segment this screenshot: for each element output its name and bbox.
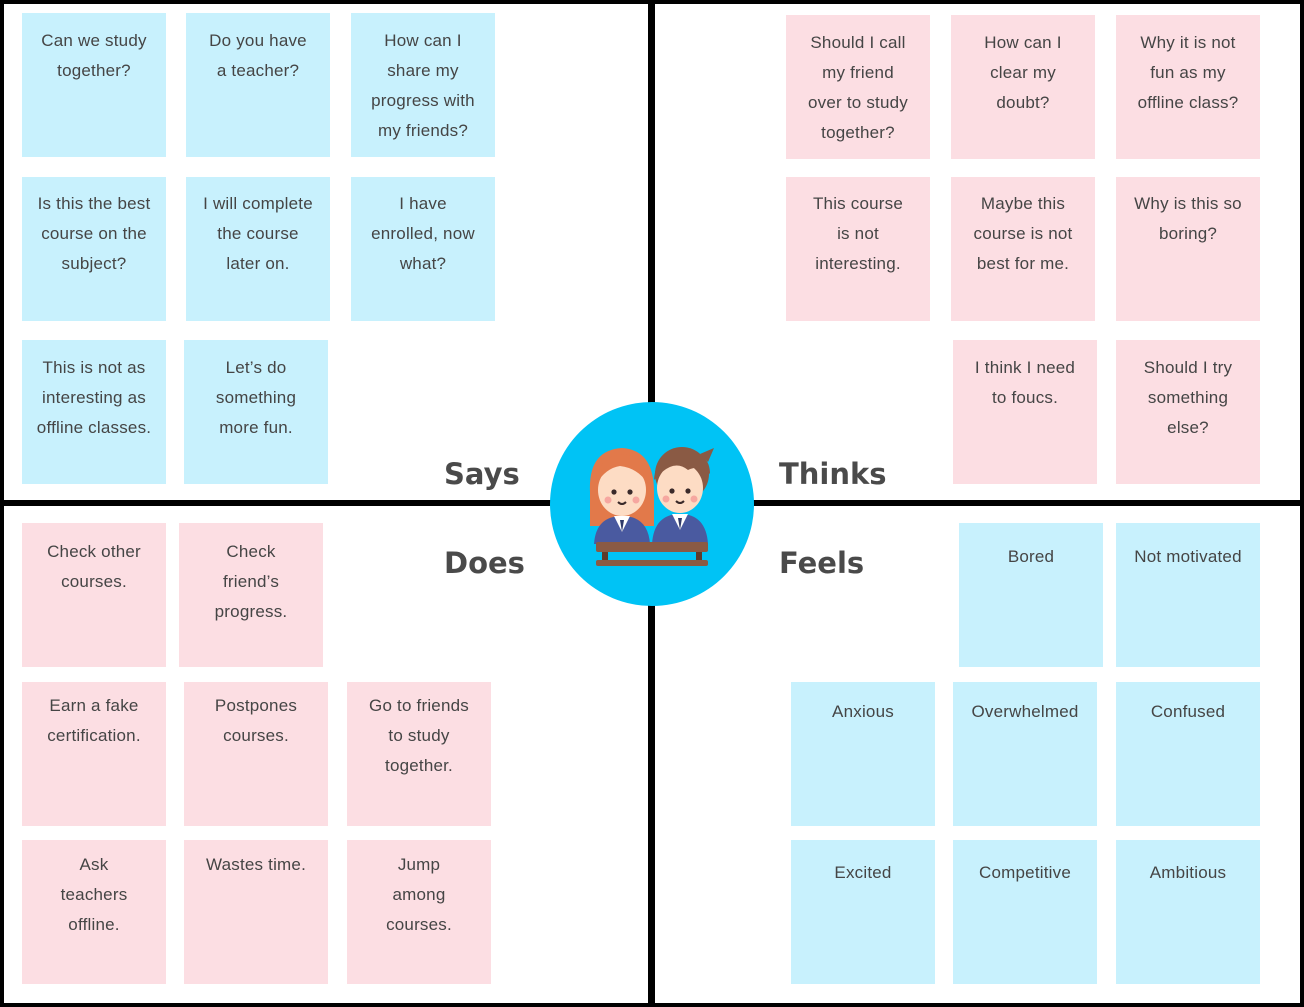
says-note[interactable]: Is this the best course on the subject? — [22, 177, 166, 321]
thinks-note[interactable]: Maybe this course is not best for me. — [951, 177, 1095, 321]
feels-note[interactable]: Confused — [1116, 682, 1260, 826]
does-label: Does — [444, 546, 525, 580]
thinks-label: Thinks — [779, 457, 887, 491]
does-note[interactable]: Postpones courses. — [184, 682, 328, 826]
says-label: Says — [444, 457, 520, 491]
thinks-note[interactable]: I think I need to foucs. — [953, 340, 1097, 484]
does-note[interactable]: Jump among courses. — [347, 840, 491, 984]
says-note[interactable]: I will complete the course later on. — [186, 177, 330, 321]
students-icon — [589, 447, 714, 566]
feels-note[interactable]: Competitive — [953, 840, 1097, 984]
feels-note[interactable]: Bored — [959, 523, 1103, 667]
thinks-note[interactable]: This course is not interesting. — [786, 177, 930, 321]
does-note[interactable]: Ask teachers offline. — [22, 840, 166, 984]
says-note[interactable]: Do you have a teacher? — [186, 13, 330, 157]
does-note[interactable]: Check friend’s progress. — [179, 523, 323, 667]
does-note[interactable]: Wastes time. — [184, 840, 328, 984]
says-note[interactable]: Let’s do something more fun. — [184, 340, 328, 484]
thinks-note[interactable]: Should I call my friend over to study to… — [786, 15, 930, 159]
feels-note[interactable]: Excited — [791, 840, 935, 984]
feels-note[interactable]: Anxious — [791, 682, 935, 826]
says-note[interactable]: Can we study together? — [22, 13, 166, 157]
thinks-note[interactable]: Why is this so boring? — [1116, 177, 1260, 321]
feels-label: Feels — [779, 546, 865, 580]
thinks-note[interactable]: How can I clear my doubt? — [951, 15, 1095, 159]
does-note[interactable]: Go to friends to study together. — [347, 682, 491, 826]
feels-note[interactable]: Ambitious — [1116, 840, 1260, 984]
feels-note[interactable]: Not motivated — [1116, 523, 1260, 667]
says-note[interactable]: I have enrolled, now what? — [351, 177, 495, 321]
says-note[interactable]: How can I share my progress with my frie… — [351, 13, 495, 157]
says-note[interactable]: This is not as interesting as offline cl… — [22, 340, 166, 484]
does-note[interactable]: Check other courses. — [22, 523, 166, 667]
center-badge — [550, 402, 754, 606]
thinks-note[interactable]: Should I try something else? — [1116, 340, 1260, 484]
feels-note[interactable]: Overwhelmed — [953, 682, 1097, 826]
thinks-note[interactable]: Why it is not fun as my offline class? — [1116, 15, 1260, 159]
does-note[interactable]: Earn a fake certification. — [22, 682, 166, 826]
